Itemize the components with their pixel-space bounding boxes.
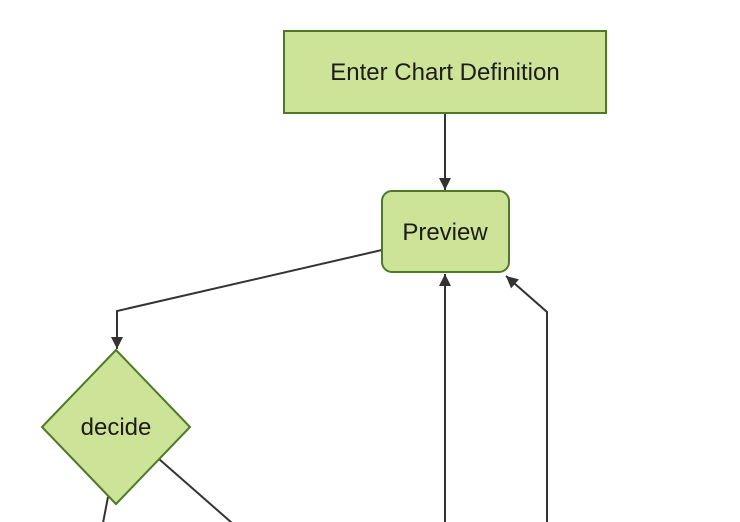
node-preview: Preview	[381, 190, 510, 273]
rounded-rectangle-shape	[381, 190, 510, 273]
edge-layer	[102, 113, 548, 522]
node-label: Preview	[402, 219, 488, 246]
edge-decide-to-bottom-left	[102, 496, 109, 522]
diamond-shape	[40, 348, 192, 506]
edge-preview-to-decide	[111, 249, 383, 349]
edge-bottom-to-preview-bent	[505, 275, 548, 522]
node-decide: decide	[40, 348, 192, 506]
node-label: decide	[81, 414, 152, 441]
rectangle-shape	[283, 30, 607, 114]
node-enter-chart-definition: Enter Chart Definition	[283, 30, 607, 114]
node-label: Enter Chart Definition	[330, 59, 559, 86]
edge-decide-to-bottom-right	[158, 458, 233, 522]
node-layer: Enter Chart Definition Preview decide	[40, 30, 607, 506]
